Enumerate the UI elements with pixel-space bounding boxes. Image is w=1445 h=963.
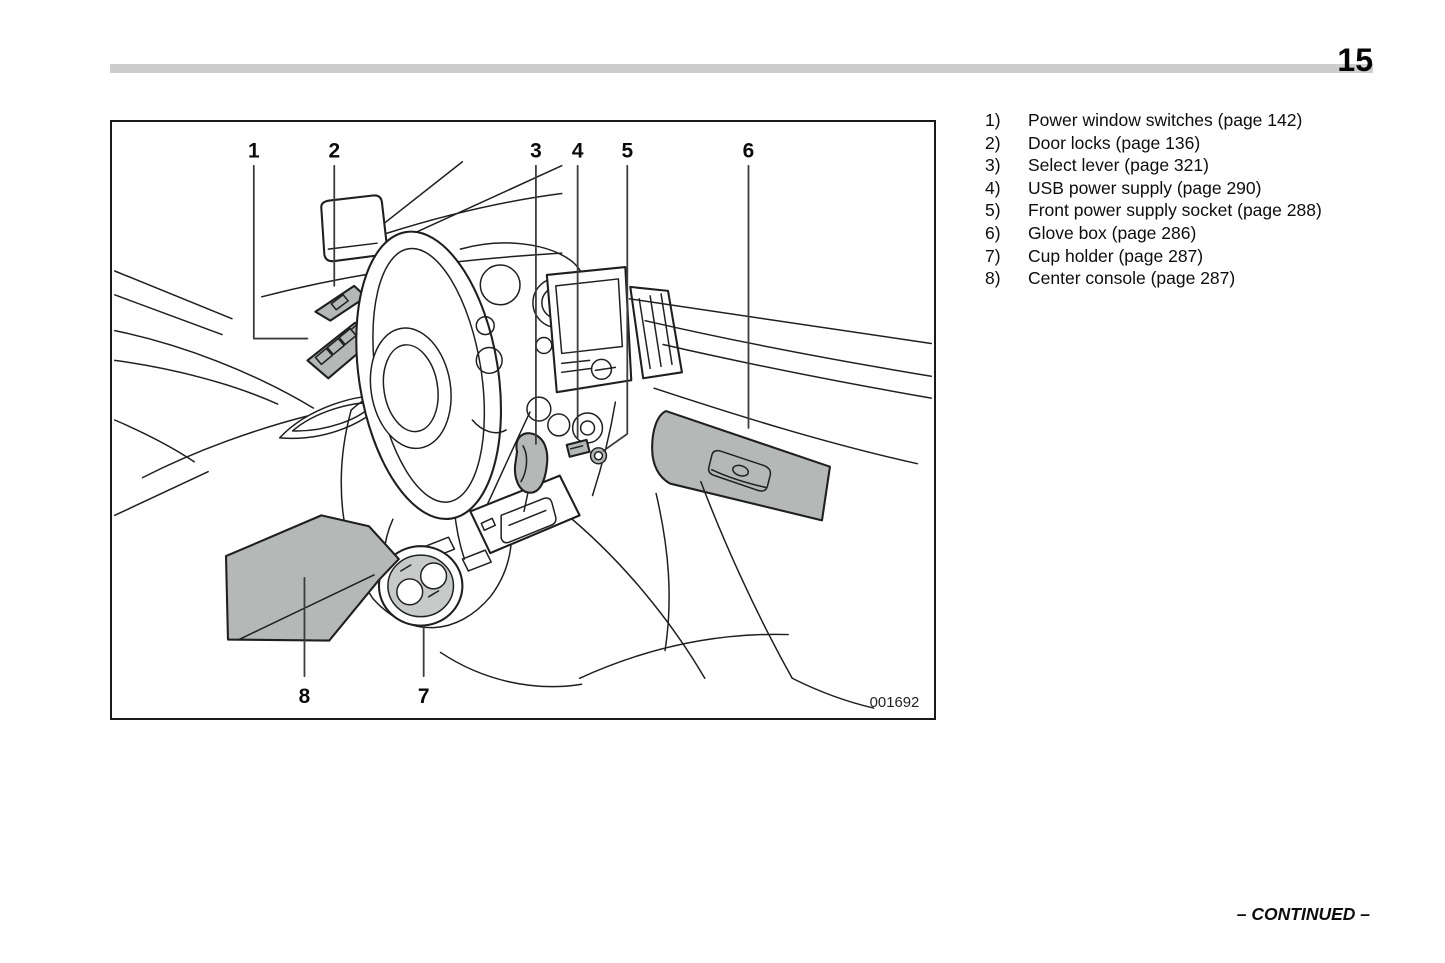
legend-item: 3) Select lever (page 321) xyxy=(985,154,1322,177)
select-lever-shape xyxy=(513,432,549,513)
legend-item: 6) Glove box (page 286) xyxy=(985,222,1322,245)
power-socket-shape xyxy=(589,447,608,465)
page-number: 15 xyxy=(1337,42,1373,78)
floor-lines xyxy=(439,480,875,709)
glove-box-shape xyxy=(651,410,831,522)
center-screen xyxy=(545,265,633,394)
center-console-armrest-shape xyxy=(224,514,400,642)
callout-2: 2 xyxy=(328,140,340,163)
callout-8: 8 xyxy=(299,685,311,708)
legend-item-number: 5) xyxy=(985,200,1001,221)
legend-item-number: 2) xyxy=(985,132,1001,153)
side-mirror xyxy=(320,194,389,263)
leader-line-1 xyxy=(252,164,309,340)
legend: 1) Power window switches (page 142) 2) D… xyxy=(985,109,1322,290)
figure-box: 1 2 3 4 5 6 7 8 001692 xyxy=(110,120,936,720)
legend-item-number: 6) xyxy=(985,222,1001,243)
legend-item-label: Door locks (page 136) xyxy=(1028,132,1201,153)
legend-item-number: 3) xyxy=(985,155,1001,176)
legend-item-label: Cup holder (page 287) xyxy=(1028,245,1204,266)
leader-line-5 xyxy=(602,164,629,452)
legend-item-label: Center console (page 287) xyxy=(1028,268,1236,289)
legend-item-number: 7) xyxy=(985,245,1001,266)
usb-port-shape xyxy=(565,438,591,458)
legend-item: 2) Door locks (page 136) xyxy=(985,132,1322,155)
figure-code: 001692 xyxy=(870,695,920,711)
legend-item: 1) Power window switches (page 142) xyxy=(985,109,1322,132)
header-rule xyxy=(110,64,1373,73)
callout-7: 7 xyxy=(418,685,430,708)
side-vent xyxy=(629,285,683,380)
legend-item-label: Power window switches (page 142) xyxy=(1028,110,1303,130)
legend-item-label: USB power supply (page 290) xyxy=(1028,177,1262,198)
callout-4: 4 xyxy=(572,140,584,163)
legend-item-number: 1) xyxy=(985,110,1001,130)
legend-item-label: Front power supply socket (page 288) xyxy=(1028,200,1322,221)
interior-diagram: 1 2 3 4 5 6 7 8 001692 xyxy=(113,140,933,711)
legend-item-number: 8) xyxy=(985,268,1001,289)
legend-item: 7) Cup holder (page 287) xyxy=(985,245,1322,268)
callout-5: 5 xyxy=(621,140,633,163)
callout-6: 6 xyxy=(743,140,755,163)
legend-item-label: Select lever (page 321) xyxy=(1028,155,1209,176)
callout-1: 1 xyxy=(248,140,260,163)
steering-wheel xyxy=(355,230,587,520)
legend-item-number: 4) xyxy=(985,177,1001,198)
legend-item: 5) Front power supply socket (page 288) xyxy=(985,199,1322,222)
legend-item-label: Glove box (page 286) xyxy=(1028,222,1197,243)
callout-3: 3 xyxy=(530,140,542,163)
legend-item: 8) Center console (page 287) xyxy=(985,267,1322,290)
continued-marker: – CONTINUED – xyxy=(1236,904,1370,924)
legend-item: 4) USB power supply (page 290) xyxy=(985,177,1322,200)
leader-lines xyxy=(252,164,750,678)
dashboard-lines xyxy=(628,298,933,465)
cup-holder-shape xyxy=(377,545,464,627)
